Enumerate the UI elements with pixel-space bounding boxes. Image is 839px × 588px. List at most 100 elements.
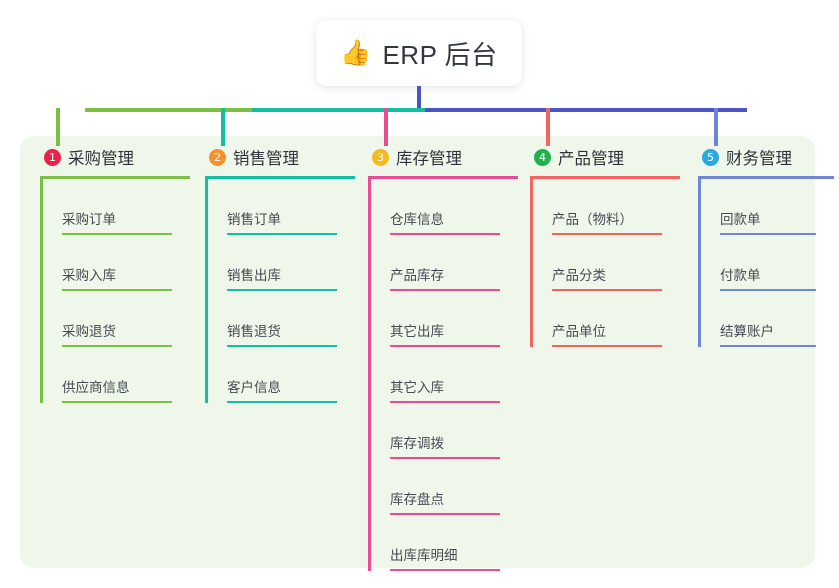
- leaf-list-4: 产品（物料） 产品分类产品单位: [530, 179, 680, 347]
- branch-column-2: 2 销售管理销售订单销售出库销售退货客户信息: [205, 145, 355, 403]
- leaf-spine-4: [530, 179, 533, 347]
- leaf-item[interactable]: 产品（物料）: [530, 179, 680, 235]
- trunk-segment-2: [252, 108, 425, 112]
- leaf-list-5: 回款单付款单结算账户: [698, 179, 834, 347]
- leaf-label: 产品分类: [552, 268, 606, 283]
- leaf-label: 结算账户: [720, 324, 774, 339]
- leaf-spine-1: [40, 179, 43, 403]
- leaf-label: 仓库信息: [390, 212, 444, 227]
- leaf-underline: [227, 289, 337, 291]
- branch-underline-4: [530, 176, 680, 179]
- leaf-item[interactable]: 产品分类: [530, 235, 680, 291]
- leaf-underline: [227, 233, 337, 235]
- leaf-underline: [390, 345, 500, 347]
- branch-column-1: 1 采购管理采购订单采购入库采购退货供应商信息: [40, 145, 190, 403]
- leaf-label: 其它出库: [390, 324, 444, 339]
- leaf-underline: [552, 233, 662, 235]
- leaf-underline: [720, 233, 816, 235]
- leaf-item[interactable]: 销售退货: [205, 291, 355, 347]
- leaf-underline: [227, 345, 337, 347]
- branch-badge-1: 1: [44, 148, 61, 166]
- root-node-label: ERP 后台: [382, 39, 498, 70]
- branch-underline-5: [698, 176, 834, 179]
- thumbs-up-emoji: 👍: [340, 38, 372, 67]
- leaf-label: 产品（物料）: [552, 212, 633, 227]
- leaf-item[interactable]: 采购退货: [40, 291, 190, 347]
- leaf-item[interactable]: 库存盘点: [368, 459, 518, 515]
- branch-header-4[interactable]: 4 产品管理: [530, 145, 680, 169]
- leaf-item[interactable]: 销售出库: [205, 235, 355, 291]
- leaf-spine-2: [205, 179, 208, 403]
- leaf-label: 供应商信息: [62, 380, 130, 395]
- leaf-label: 付款单: [720, 268, 761, 283]
- leaf-label: 销售退货: [227, 324, 281, 339]
- leaf-list-3: 仓库信息产品库存其它出库其它入库库存调拨库存盘点出库库明细: [368, 179, 518, 571]
- branch-underline-1: [40, 176, 190, 179]
- leaf-underline: [62, 233, 172, 235]
- branch-title-1: 采购管理: [68, 150, 134, 168]
- branch-stub-3: [384, 108, 388, 146]
- leaf-item[interactable]: 客户信息: [205, 347, 355, 403]
- leaf-underline: [62, 289, 172, 291]
- branch-underline-3: [368, 176, 518, 179]
- trunk-segment-1: [85, 108, 252, 112]
- branch-column-5: 5 财务管理回款单付款单结算账户: [698, 145, 834, 347]
- leaf-underline: [552, 345, 662, 347]
- branch-stub-1: [56, 108, 60, 146]
- root-vertical-connector: [417, 86, 421, 112]
- leaf-label: 产品库存: [390, 268, 444, 283]
- leaf-underline: [720, 345, 816, 347]
- branch-badge-5: 5: [702, 148, 719, 166]
- leaf-item[interactable]: 付款单: [698, 235, 834, 291]
- branch-underline-2: [205, 176, 355, 179]
- leaf-item[interactable]: 仓库信息: [368, 179, 518, 235]
- leaf-spine-3: [368, 179, 371, 571]
- branch-badge-2: 2: [209, 148, 226, 166]
- leaf-label: 销售订单: [227, 212, 281, 227]
- branch-header-5[interactable]: 5 财务管理: [698, 145, 834, 169]
- branch-stub-2: [221, 108, 225, 146]
- leaf-item[interactable]: 结算账户: [698, 291, 834, 347]
- leaf-item[interactable]: 其它出库: [368, 291, 518, 347]
- branch-title-5: 财务管理: [726, 150, 792, 168]
- leaf-item[interactable]: 出库库明细: [368, 515, 518, 571]
- leaf-spine-5: [698, 179, 701, 347]
- leaf-item[interactable]: 供应商信息: [40, 347, 190, 403]
- leaf-item[interactable]: 产品库存: [368, 235, 518, 291]
- leaf-underline: [227, 401, 337, 403]
- leaf-item[interactable]: 采购入库: [40, 235, 190, 291]
- leaf-item[interactable]: 回款单: [698, 179, 834, 235]
- leaf-item[interactable]: 产品单位: [530, 291, 680, 347]
- leaf-label: 采购入库: [62, 268, 116, 283]
- leaf-item[interactable]: 其它入库: [368, 347, 518, 403]
- leaf-label: 库存盘点: [390, 492, 444, 507]
- leaf-list-1: 采购订单采购入库采购退货供应商信息: [40, 179, 190, 403]
- branch-badge-3: 3: [372, 148, 389, 166]
- branch-title-2: 销售管理: [233, 150, 299, 168]
- leaf-label: 客户信息: [227, 380, 281, 395]
- leaf-label: 回款单: [720, 212, 761, 227]
- leaf-label: 销售出库: [227, 268, 281, 283]
- leaf-label: 产品单位: [552, 324, 606, 339]
- branch-header-1[interactable]: 1 采购管理: [40, 145, 190, 169]
- branch-stub-5: [714, 108, 718, 146]
- root-node[interactable]: 👍 ERP 后台: [316, 20, 522, 86]
- branch-badge-4: 4: [534, 148, 551, 166]
- diagram-panel: [20, 136, 815, 568]
- leaf-item[interactable]: 销售订单: [205, 179, 355, 235]
- branch-header-2[interactable]: 2 销售管理: [205, 145, 355, 169]
- leaf-underline: [720, 289, 816, 291]
- leaf-underline: [390, 289, 500, 291]
- leaf-underline: [62, 345, 172, 347]
- leaf-underline: [390, 569, 500, 571]
- leaf-item[interactable]: 采购订单: [40, 179, 190, 235]
- leaf-underline: [62, 401, 172, 403]
- branch-title-4: 产品管理: [558, 150, 624, 168]
- trunk-segment-3: [425, 108, 747, 112]
- leaf-label: 库存调拨: [390, 436, 444, 451]
- leaf-item[interactable]: 库存调拨: [368, 403, 518, 459]
- leaf-underline: [390, 513, 500, 515]
